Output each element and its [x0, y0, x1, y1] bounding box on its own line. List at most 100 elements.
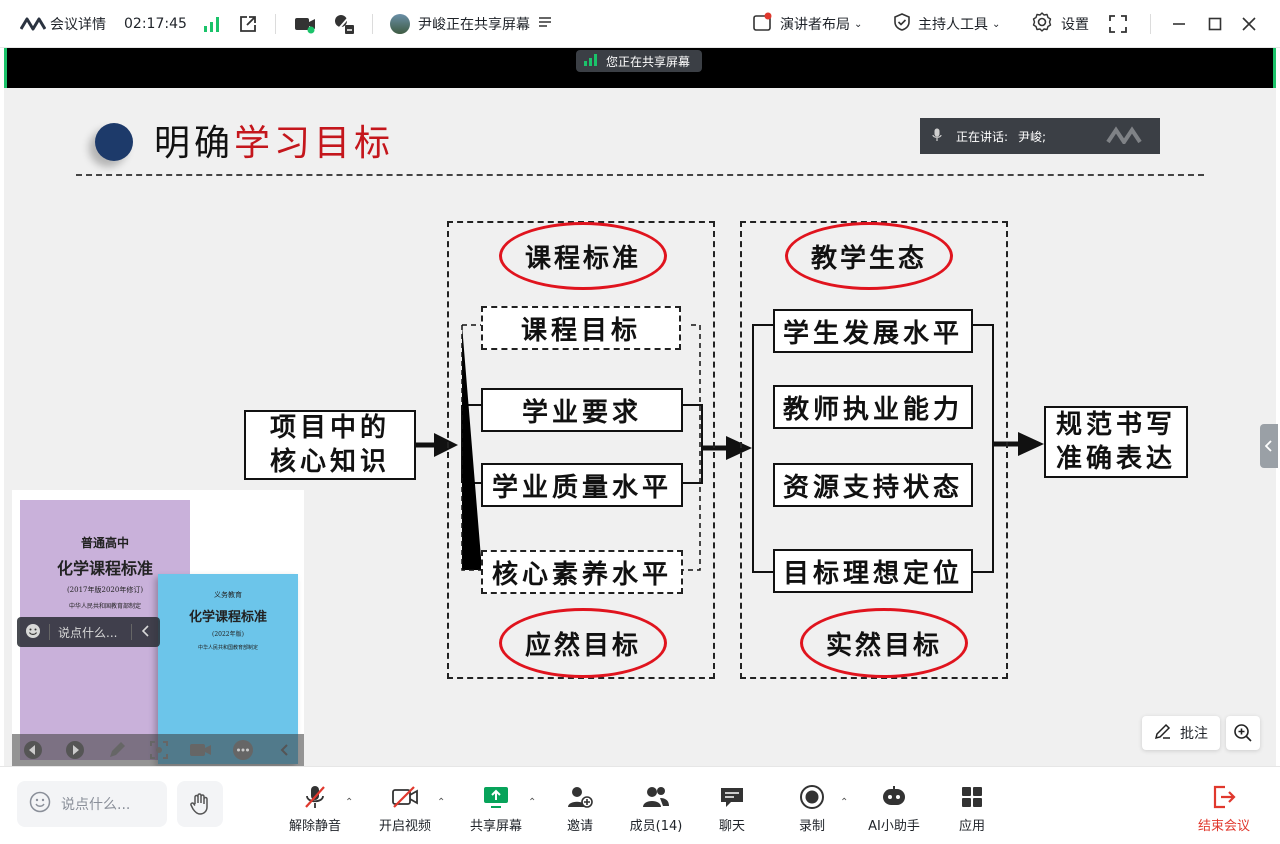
slide-title-black: 明确 — [154, 123, 235, 164]
members-button[interactable]: 成员(14) — [624, 777, 688, 837]
sharer-status-label: 尹峻正在共享屏幕 — [418, 17, 530, 33]
floating-chat-input[interactable]: 说点什么... — [17, 617, 160, 647]
microphone-icon — [932, 128, 942, 145]
maximize-icon[interactable] — [1208, 0, 1222, 48]
zoom-in-icon — [1234, 724, 1252, 742]
video-camera-icon[interactable] — [188, 737, 214, 763]
exit-icon — [1210, 783, 1238, 811]
layout-icon — [752, 12, 774, 36]
chevron-up-icon[interactable]: ⌃ — [345, 797, 354, 808]
book1-line-2: 化学课程标准 — [56, 559, 153, 578]
record-button[interactable]: 录制 — [792, 777, 832, 837]
apps-button[interactable]: 应用 — [952, 777, 992, 837]
raise-hand-button[interactable] — [177, 781, 223, 827]
signal-strength-icon — [584, 53, 598, 69]
more-icon[interactable] — [230, 737, 256, 763]
screenshot-icon[interactable] — [146, 737, 172, 763]
panel2-item: 学生发展水平 — [773, 309, 973, 353]
mic-muted-status-icon[interactable] — [332, 0, 356, 48]
raise-hand-icon — [190, 793, 208, 815]
close-icon[interactable] — [1242, 0, 1256, 48]
chevron-left-icon[interactable] — [141, 624, 150, 640]
book1-line-3: (2017年版2020年修订) — [66, 586, 144, 594]
chevron-up-icon[interactable]: ⌃ — [528, 797, 537, 808]
minimize-icon[interactable] — [1172, 0, 1186, 48]
chem-standard-book-2022: 义务教育 化学课程标准 (2022年版) 中华人民共和国教育部制定 — [158, 574, 298, 764]
slide-title-red: 学习目标 — [234, 123, 395, 164]
fullscreen-icon[interactable] — [1108, 0, 1128, 48]
camera-off-icon — [391, 783, 419, 811]
pen-icon[interactable] — [104, 737, 130, 763]
sharing-indicator[interactable]: 您正在共享屏幕 — [576, 50, 702, 72]
unmute-button[interactable]: 解除静音 — [285, 777, 345, 837]
unmute-label: 解除静音 — [288, 819, 341, 834]
apps-grid-icon — [958, 783, 986, 811]
invite-button[interactable]: 邀请 — [556, 777, 604, 837]
speaking-indicator: 正在讲话: 尹峻; — [920, 118, 1160, 154]
share-screen-button[interactable]: 共享屏幕 — [466, 777, 526, 837]
ai-assistant-label: AI小助手 — [868, 819, 920, 834]
members-label: 成员(14) — [629, 819, 683, 834]
settings-button[interactable]: 设置 — [1031, 0, 1089, 48]
host-tools-label: 主持人工具 — [918, 17, 988, 33]
presenter-layout-button[interactable]: 演讲者布局 ⌄ — [752, 0, 862, 48]
book1-line-4: 中华人民共和国教育部制定 — [68, 603, 141, 610]
panel2-item: 资源支持状态 — [773, 463, 973, 507]
start-video-button[interactable]: 开启视频 — [375, 777, 435, 837]
host-tools-button[interactable]: 主持人工具 ⌄ — [892, 0, 1000, 48]
emoji-icon[interactable] — [25, 623, 41, 642]
source-line-2: 核心知识 — [269, 447, 390, 477]
camera-off-status-icon[interactable] — [293, 0, 317, 48]
ought-goal-oval: 应然目标 — [499, 608, 667, 678]
sharer-status[interactable]: 尹峻正在共享屏幕 — [390, 0, 552, 48]
chat-input[interactable]: 说点什么... — [17, 781, 167, 827]
play-icon[interactable] — [62, 737, 88, 763]
panel1-item: 学业要求 — [481, 388, 683, 432]
collapse-left-icon[interactable] — [272, 737, 298, 763]
panel2-item: 教师执业能力 — [773, 385, 973, 429]
annotate-button[interactable]: 批注 — [1142, 716, 1220, 750]
previous-icon[interactable] — [20, 737, 46, 763]
chevron-up-icon[interactable]: ⌃ — [437, 797, 446, 808]
signal-strength-icon[interactable] — [203, 0, 221, 48]
meeting-toolbar: 说点什么... 解除静音 ⌃ 开启视频 ⌃ 共享屏幕 ⌃ 邀请 成员(14) — [0, 766, 1280, 844]
slide-title-bullet — [95, 123, 133, 161]
mic-off-icon — [301, 783, 329, 811]
ai-robot-icon — [880, 783, 908, 811]
invite-label: 邀请 — [566, 819, 593, 834]
watermark-logo-icon — [1106, 125, 1146, 147]
side-panel-toggle[interactable] — [1260, 424, 1278, 468]
shield-check-icon — [892, 12, 912, 36]
chat-button[interactable]: 聊天 — [712, 777, 752, 837]
chevron-up-icon[interactable]: ⌃ — [840, 797, 849, 808]
open-external-icon[interactable] — [238, 0, 258, 48]
chevron-left-icon — [1265, 440, 1272, 452]
book2-line-4: 中华人民共和国教育部制定 — [197, 645, 258, 651]
panel2-item: 目标理想定位 — [773, 549, 973, 593]
actual-goal-oval: 实然目标 — [800, 608, 968, 678]
zoom-in-button[interactable] — [1226, 716, 1260, 750]
speaking-label: 正在讲话: — [956, 129, 1009, 144]
sharer-avatar — [390, 14, 410, 34]
emoji-icon[interactable] — [29, 791, 51, 817]
ai-assistant-button[interactable]: AI小助手 — [862, 777, 926, 837]
title-divider — [76, 174, 1204, 176]
chat-bubble-icon — [718, 783, 746, 811]
book2-line-2: 化学课程标准 — [188, 610, 267, 625]
source-knowledge-box: 项目中的 核心知识 — [244, 410, 416, 480]
panel1-item: 核心素养水平 — [481, 550, 683, 594]
members-icon — [642, 783, 670, 811]
book1-line-1: 普通高中 — [80, 536, 129, 550]
share-border-corner — [1273, 48, 1276, 108]
speaking-name: 尹峻; — [1018, 129, 1047, 144]
meeting-details-label: 会议详情 — [50, 17, 106, 33]
add-user-icon — [566, 783, 594, 811]
record-icon — [798, 783, 826, 811]
panel1-item: 课程目标 — [481, 306, 681, 350]
settings-label: 设置 — [1061, 17, 1089, 33]
floating-chat-placeholder: 说点什么... — [58, 625, 118, 640]
navy-dot-icon — [95, 123, 133, 161]
end-meeting-button[interactable]: 结束会议 — [1192, 777, 1256, 837]
meeting-details-button[interactable]: 会议详情 — [20, 0, 106, 48]
panel1-item: 学业质量水平 — [481, 463, 683, 507]
